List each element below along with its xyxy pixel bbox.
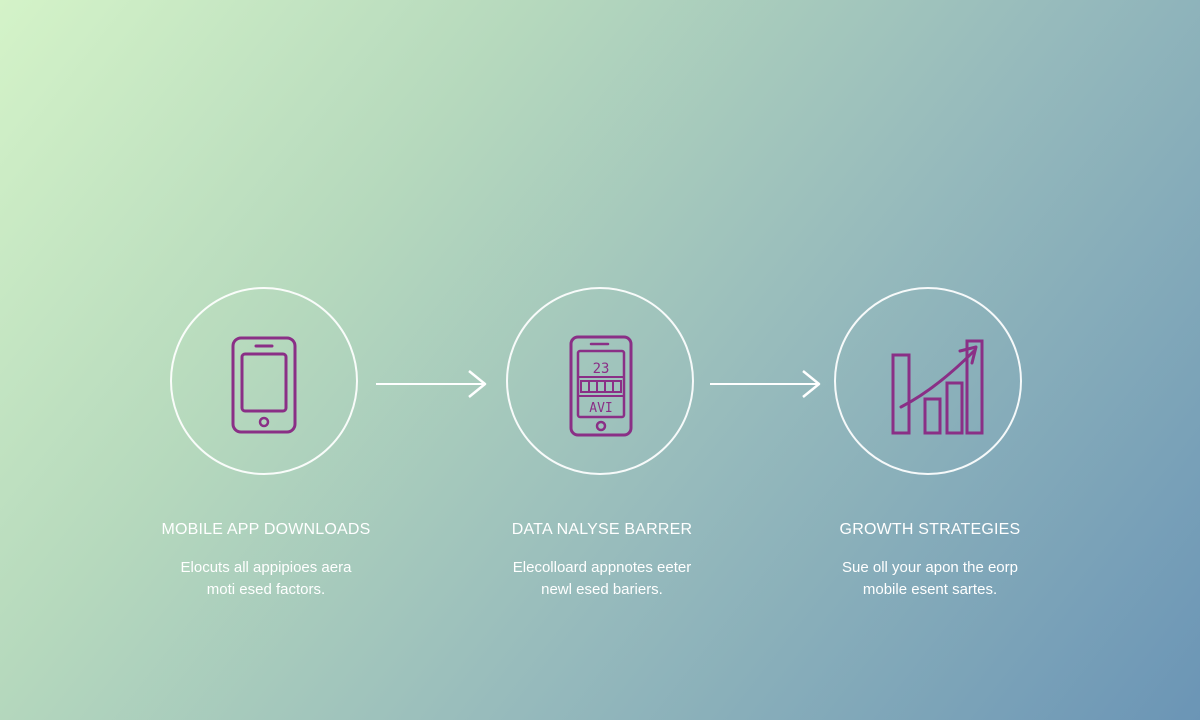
step-3-title: GROWTH STRATEGIES — [839, 521, 1021, 538]
arrow-right-icon — [710, 370, 821, 398]
dashboard-tablet-icon: 23 AVI — [569, 335, 633, 437]
step-1-circle — [170, 287, 358, 475]
step-3-description-line-1: Sue oll your apon the eorp — [842, 559, 1018, 576]
step-3-description-line-2: mobile esent sartes. — [862, 581, 998, 598]
step-1-description-line-2: moti esed factors. — [206, 581, 326, 598]
tablet-icon — [231, 336, 297, 434]
step-3-circle — [834, 287, 1022, 475]
step-2-description: Elecolloard appnotes eeter newl esed bar… — [442, 557, 762, 601]
step-2-description-line-2: newl esed bariers. — [541, 581, 663, 598]
growth-chart-icon — [891, 339, 984, 435]
step-1-description: Elocuts all appipioes aera moti esed fac… — [106, 557, 426, 601]
dashboard-code: AVI — [589, 401, 612, 416]
step-2-title: DATA NALYSE BARRER — [511, 521, 693, 538]
dashboard-value: 23 — [593, 361, 610, 377]
step-2-description-line-1: Elecolloard appnotes eeter — [512, 559, 692, 576]
step-1-title: MOBILE APP DOWNLOADS — [161, 521, 371, 538]
arrow-right-icon — [376, 370, 487, 398]
step-3-description: Sue oll your apon the eorp mobile esent … — [770, 557, 1090, 601]
step-2-circle: 23 AVI — [506, 287, 694, 475]
step-1-description-line-1: Elocuts all appipioes aera — [180, 559, 352, 576]
